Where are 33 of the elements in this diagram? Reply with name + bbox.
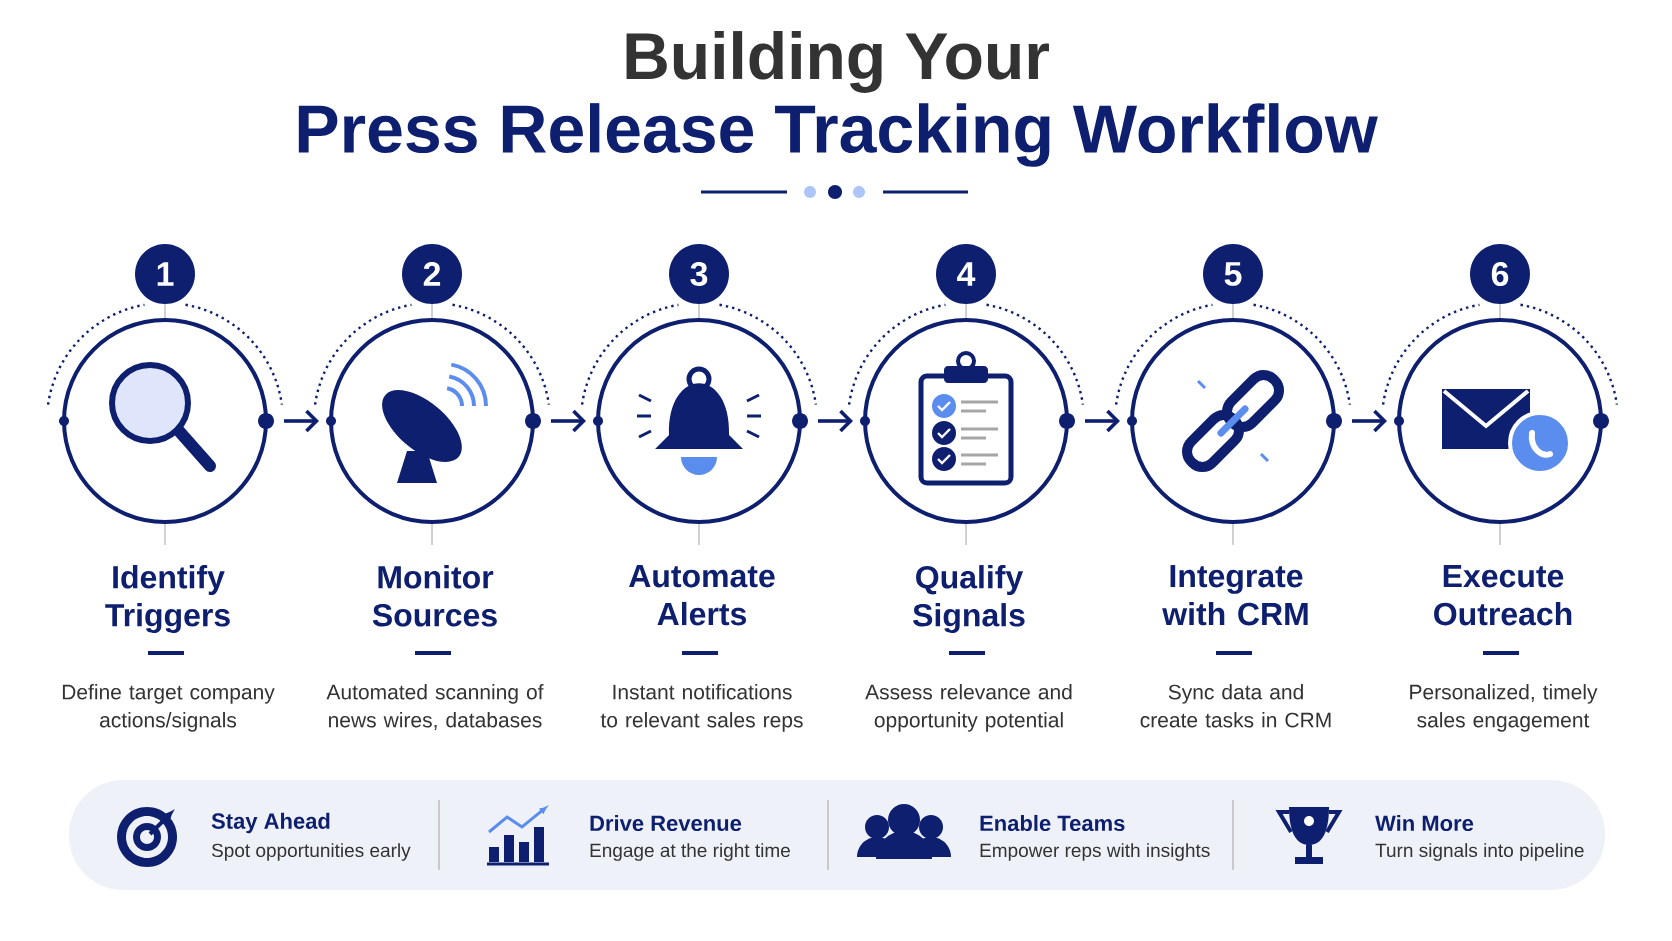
number-badge: 3 bbox=[669, 244, 729, 304]
benefit-description: Engage at the right time bbox=[590, 843, 790, 861]
step-description: Personalized, timely sales engagement bbox=[1410, 684, 1598, 732]
benefit-description: Spot opportunities early bbox=[211, 843, 411, 861]
benefit-description: Empower reps with insights bbox=[980, 843, 1210, 861]
number-badge: 4 bbox=[936, 244, 996, 304]
benefit-title: Win More bbox=[1375, 814, 1474, 832]
number-badge: 6 bbox=[1470, 244, 1530, 304]
benefit-description: Turn signals into pipeline bbox=[1375, 843, 1584, 861]
step-title: Identify Triggers bbox=[105, 565, 230, 634]
step-description: Automated scanning of news wires, databases bbox=[326, 684, 544, 730]
arrow bbox=[818, 409, 853, 433]
title: Press Release Tracking Workflow bbox=[298, 103, 1378, 167]
step-description: Sync data and create tasks in CRM bbox=[1140, 684, 1331, 728]
step-description: Define target company actions/signals bbox=[62, 684, 275, 732]
arrow bbox=[551, 409, 586, 433]
number-badge: 5 bbox=[1203, 244, 1263, 304]
benefit-title: Stay Ahead bbox=[211, 812, 330, 834]
step-title: Execute Outreach bbox=[1434, 565, 1572, 626]
arrow bbox=[1085, 409, 1120, 433]
title: Building Your bbox=[626, 31, 1049, 93]
benefit-title: Enable Teams bbox=[980, 814, 1125, 832]
step-description: Instant notifications to relevant sales reps bbox=[600, 684, 803, 732]
number-badge: 1 bbox=[135, 244, 195, 304]
arrow bbox=[284, 409, 319, 433]
step-title: Automate Alerts bbox=[629, 565, 775, 626]
step-title: Integrate with CRM bbox=[1162, 565, 1308, 626]
arrow bbox=[1352, 409, 1387, 433]
step-title: Monitor Sources bbox=[372, 565, 497, 627]
number-badge: 2 bbox=[402, 244, 462, 304]
benefit-title: Drive Revenue bbox=[590, 814, 742, 832]
step-description: Assess relevance and opportunity potential bbox=[865, 684, 1072, 732]
step-title: Qualify Signals bbox=[913, 565, 1025, 634]
